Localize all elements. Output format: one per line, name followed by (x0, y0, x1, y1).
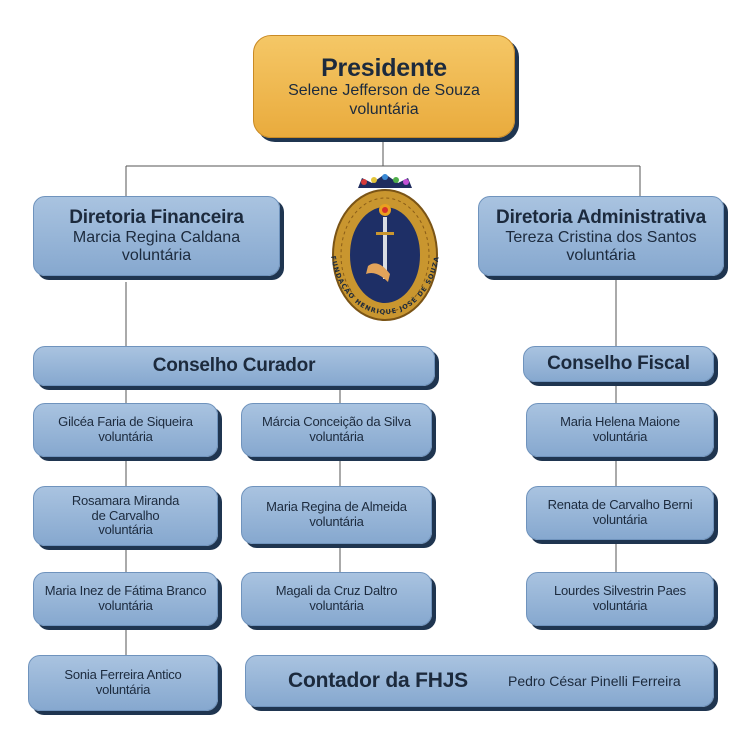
curator-member-card: Márcia Conceição da Silva voluntária (241, 403, 432, 457)
member-name: Lourdes Silvestrin Paes (554, 583, 686, 599)
member-role: voluntária (309, 514, 364, 529)
member-name: Magali da Cruz Daltro (275, 583, 398, 599)
member-role: voluntária (95, 682, 151, 697)
accountant-name: Pedro César Pinelli Ferreira (507, 672, 681, 689)
curator-council-box: Conselho Curador (33, 346, 435, 386)
fiscal-member-card: Maria Helena Maione voluntária (526, 403, 714, 457)
curator-member-card: Sonia Ferreira Antico voluntária (28, 655, 218, 711)
member-role: voluntária (98, 522, 153, 538)
president-title: Presidente (321, 53, 447, 82)
member-name: Rosamara Miranda (71, 492, 180, 508)
fiscal-member-card: Renata de Carvalho Berni voluntária (526, 486, 714, 540)
crown-icon (358, 174, 412, 188)
curator-member-card: Maria Inez de Fátima Branco voluntária (33, 572, 218, 626)
member-name: Maria Regina de Almeida (266, 499, 407, 515)
president-box: Presidente Selene Jefferson de Souza vol… (253, 35, 515, 138)
accountant-box: Contador da FHJS Pedro César Pinelli Fer… (245, 655, 714, 707)
fiscal-council-title: Conselho Fiscal (547, 353, 690, 375)
member-name-line2: de Carvalho (91, 507, 160, 523)
member-name: Renata de Carvalho Berni (547, 497, 693, 513)
admin-board-box: Diretoria Administrativa Tereza Cristina… (478, 196, 724, 276)
curator-member-card: Rosamara Miranda de Carvalho voluntária (33, 486, 218, 546)
member-name: Gilcéa Faria de Siqueira (58, 414, 193, 430)
curator-member-card: Maria Regina de Almeida voluntária (241, 486, 432, 544)
admin-board-role: voluntária (566, 246, 636, 264)
member-name: Maria Helena Maione (560, 414, 680, 430)
fiscal-council-box: Conselho Fiscal (523, 346, 714, 382)
financial-board-box: Diretoria Financeira Marcia Regina Calda… (33, 196, 280, 276)
curator-member-card: Magali da Cruz Daltro voluntária (241, 572, 432, 626)
member-role: voluntária (592, 429, 648, 444)
member-name: Maria Inez de Fátima Branco (44, 583, 207, 599)
member-role: voluntária (592, 512, 648, 527)
member-role: voluntária (309, 429, 364, 444)
admin-board-name: Tereza Cristina dos Santos (505, 228, 697, 246)
accountant-title: Contador da FHJS (288, 668, 468, 692)
financial-board-name: Marcia Regina Caldana (72, 228, 241, 246)
member-role: voluntária (98, 598, 153, 613)
president-name: Selene Jefferson de Souza (288, 82, 480, 100)
admin-board-title: Diretoria Administrativa (496, 206, 706, 228)
curator-council-title: Conselho Curador (152, 355, 316, 377)
fiscal-member-card: Lourdes Silvestrin Paes voluntária (526, 572, 714, 626)
member-role: voluntária (309, 598, 364, 613)
financial-board-title: Diretoria Financeira (69, 206, 244, 228)
member-role: voluntária (592, 598, 648, 613)
curator-member-card: Gilcéa Faria de Siqueira voluntária (33, 403, 218, 457)
foundation-emblem: FUNDAÇÃO HENRIQUE JOSÉ DE SOUZA (329, 174, 440, 321)
financial-board-role: voluntária (121, 246, 192, 264)
president-role: voluntária (349, 100, 419, 118)
sword-icon (366, 204, 394, 282)
member-name: Márcia Conceição da Silva (262, 414, 411, 430)
member-name: Sonia Ferreira Antico (64, 667, 182, 683)
member-role: voluntária (98, 429, 153, 444)
